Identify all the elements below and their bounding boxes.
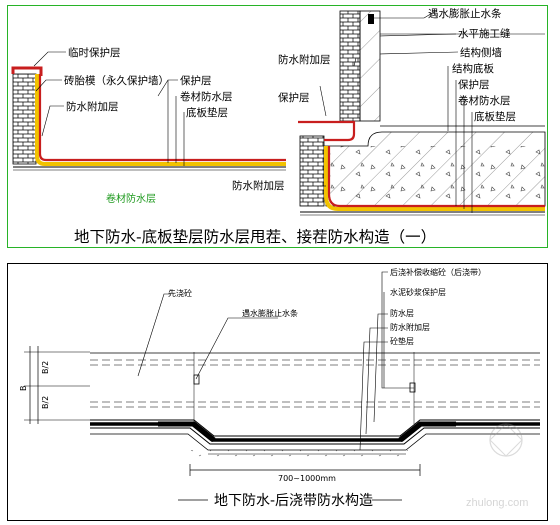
label-swell-strip-bottom: 遇水膨胀止水条 [242, 308, 298, 318]
label-first-pour: 先浇砼 [168, 288, 192, 298]
label-base-slab: 结构底板 [452, 62, 494, 75]
label-cushion-left: 底板垫层 [186, 106, 228, 119]
bottom-caption: 地下防水-后浇带防水构造 [214, 493, 373, 509]
label-waterproof: 防水层 [390, 308, 414, 318]
watermark-logo: zhulong.com [466, 423, 528, 509]
label-additional-bottom: 防水附加层 [232, 179, 285, 192]
brick-wall-left [12, 73, 37, 165]
top-diagram-drawing: 临时保护层 砖胎模（永久保护墙） 防水附加层 保护层 卷材防水层 底板垫层 卷材… [11, 7, 546, 246]
dim-B2-upper: B/2 [41, 361, 50, 374]
swell-strip-mark [368, 14, 374, 24]
label-brick-mold: 砖胎模（永久保护墙） [64, 74, 169, 87]
label-swell-strip-top: 遇水膨胀止水条 [428, 7, 502, 20]
membrane-yellow-left [35, 74, 286, 166]
additional-layer-left [158, 421, 216, 442]
label-additional-left: 防水附加层 [66, 100, 119, 113]
label-horizontal-joint: 水平施工缝 [458, 27, 511, 40]
waterproof-thick-layer [90, 422, 540, 442]
label-cushion-right: 底板垫层 [474, 110, 516, 123]
swell-strip-left [193, 374, 200, 385]
label-membrane-right: 卷材防水层 [458, 94, 511, 107]
label-protect-right-left: 保护层 [278, 91, 310, 104]
label-post-pour: 后浇补偿收缩砼（后浇带） [390, 267, 486, 277]
structure-side-wall [359, 10, 381, 122]
swell-strip-right [409, 382, 416, 393]
dim-B: B [19, 386, 28, 392]
membrane-red-left [38, 74, 286, 162]
label-additional-right: 防水附加层 [278, 53, 331, 66]
label-side-wall: 结构侧墙 [460, 46, 502, 59]
label-protect-right: 保护层 [458, 78, 490, 91]
side-wall-brick [339, 10, 361, 122]
top-caption: 地下防水-底板垫层防水层甩茬、接茬防水构造（一） [74, 228, 436, 246]
dim-width: 700~1000mm [278, 474, 336, 483]
label-protect-left: 保护层 [180, 74, 212, 87]
label-membrane-left: 卷材防水层 [180, 90, 233, 103]
bottom-diagram-panel: B B/2 B/2 700~1000mm 先浇砼 遇水膨胀止水条 后浇补偿收缩砼… [7, 263, 548, 521]
label-green-membrane: 卷材防水层 [106, 192, 156, 205]
dim-B2-lower: B/2 [41, 396, 50, 409]
label-cushion-bottom: 砼垫层 [390, 336, 414, 346]
label-additional-bottom: 防水附加层 [390, 322, 430, 332]
membrane-yellow-right [324, 146, 545, 211]
watermark-text: zhulong.com [466, 497, 528, 509]
additional-layer-right [398, 421, 456, 442]
top-diagram-panel: 临时保护层 砖胎模（永久保护墙） 防水附加层 保护层 卷材防水层 底板垫层 卷材… [7, 5, 548, 248]
bottom-diagram-drawing: B B/2 B/2 700~1000mm 先浇砼 遇水膨胀止水条 后浇补偿收缩砼… [19, 267, 540, 509]
label-temp-protect: 临时保护层 [68, 46, 121, 59]
temp-protect-red [11, 66, 43, 76]
membrane-red-right [327, 146, 545, 208]
label-mortar: 水泥砂浆保护层 [390, 287, 446, 297]
brick-wall-right [299, 135, 325, 207]
